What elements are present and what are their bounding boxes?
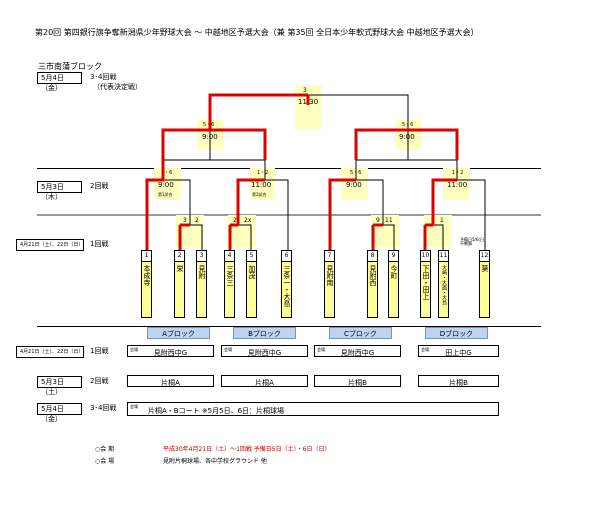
match-box bbox=[341, 168, 368, 200]
team-name: 加茂 bbox=[248, 265, 256, 279]
date-label: 4月21日（土）、22日（日） bbox=[16, 346, 84, 358]
venue-cell: 会場見附西中G bbox=[127, 345, 214, 357]
date-label: 4月21日（土）、22日（日） bbox=[16, 239, 84, 251]
match-time: 9:00 bbox=[399, 133, 415, 141]
date-label: 5月4日（金） bbox=[37, 72, 82, 92]
forfeit-note: 予備日5/6(日) 不戦勝 bbox=[460, 237, 486, 246]
score: 2 bbox=[233, 217, 237, 224]
team-name: 栄 bbox=[176, 265, 184, 272]
score: 9 bbox=[376, 217, 380, 224]
match-time: 9:00 bbox=[346, 181, 362, 189]
match-time: 9:00 bbox=[158, 181, 174, 189]
match-time: 11:00 bbox=[447, 181, 468, 189]
team-name: 見附南 bbox=[326, 265, 334, 286]
round-note: （代表決定戦） bbox=[93, 83, 142, 91]
match-box bbox=[250, 168, 275, 200]
venue-label: ○会 場 bbox=[95, 458, 115, 465]
round-label: 2回戦 bbox=[90, 377, 109, 385]
venue-cell: 会場片桐A・Bコート ※5月5日、6日：片桐球場 bbox=[127, 402, 499, 416]
team-name: 三条三 bbox=[226, 265, 234, 286]
venue-value: 見附片桐球場、各中学校グラウンド 他 bbox=[163, 458, 267, 465]
score: 2 bbox=[195, 217, 199, 224]
divider bbox=[37, 168, 541, 169]
block-name: 三市南蒲ブロック bbox=[38, 62, 102, 71]
match-box bbox=[424, 215, 452, 247]
match-box bbox=[295, 85, 322, 130]
match-number: 3 bbox=[303, 87, 307, 94]
date-label: 5月3日（木） bbox=[37, 181, 82, 201]
page-title: 第20回 第四銀行旗争奪新潟県少年野球大会 ～ 中越地区予選大会（兼 第35回 … bbox=[35, 28, 479, 37]
venue-cell: 片桐B bbox=[418, 375, 499, 387]
period-label: ○会 期 bbox=[95, 446, 115, 453]
match-sub: 第1試合 bbox=[158, 192, 173, 197]
score: 11 bbox=[385, 217, 393, 224]
match-sub: 第2試合 bbox=[252, 192, 267, 197]
team-name: 今町 bbox=[390, 265, 398, 279]
team-name: 下田・田上 bbox=[422, 265, 430, 300]
venue-cell: 会場田上中G bbox=[418, 345, 499, 357]
period-value: 平成30年4月21日（土）～1回戦 予備日5日（土）・6日（日） bbox=[163, 446, 331, 453]
match-number: 1・2 bbox=[257, 170, 269, 176]
match-number: 1・2 bbox=[452, 170, 464, 176]
team-name: 三条一・大島 bbox=[283, 265, 291, 307]
venue-cell: 会場見附西中G bbox=[314, 345, 401, 357]
divider bbox=[37, 214, 541, 216]
venue-cell: 片桐B bbox=[314, 375, 401, 387]
round-label: 1回戦 bbox=[90, 240, 109, 248]
match-box bbox=[154, 168, 181, 200]
divider bbox=[37, 326, 541, 327]
team-name: 見附西 bbox=[369, 265, 377, 286]
match-time: 11:00 bbox=[251, 181, 272, 189]
block-label: Cブロック bbox=[329, 327, 392, 339]
date-label: 5月4日（金） bbox=[37, 403, 82, 423]
round-label: 1回戦 bbox=[90, 347, 109, 355]
venue-cell: 片桐A bbox=[221, 375, 308, 387]
team-name: 葵 bbox=[481, 265, 489, 272]
team-name: 見附 bbox=[198, 265, 206, 279]
round-label: 2回戦 bbox=[90, 182, 109, 190]
block-label: Dブロック bbox=[425, 327, 488, 339]
score: 2x bbox=[244, 217, 252, 224]
round-label: 3･4回戦 bbox=[90, 404, 117, 412]
score: 3 bbox=[183, 217, 187, 224]
round-label: 3･4回戦 bbox=[90, 73, 117, 81]
block-label: Bブロック bbox=[233, 327, 296, 339]
score: 1 bbox=[440, 217, 444, 224]
team-name: 本成寺 bbox=[143, 265, 151, 286]
date-label: 5月3日（土） bbox=[37, 376, 82, 396]
team-name: 大崎・大面・大島 bbox=[441, 265, 447, 305]
block-label: Aブロック bbox=[147, 327, 210, 339]
venue-cell: 片桐A bbox=[127, 375, 214, 387]
venue-cell: 会場見附西中G bbox=[221, 345, 308, 357]
match-number: 5・6 bbox=[161, 170, 173, 176]
